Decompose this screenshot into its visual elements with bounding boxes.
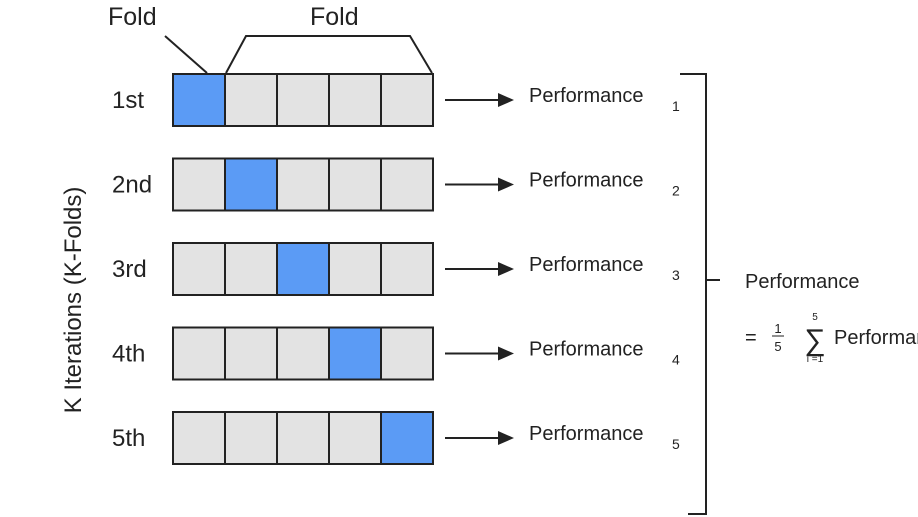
sigma-upper-limit: 5 [812, 312, 818, 323]
train-fold-cell [276, 326, 330, 381]
test-fold-cell [380, 411, 434, 465]
performance-label: Performance [529, 339, 644, 361]
fraction-denominator: 5 [774, 339, 781, 354]
train-fold-cell [172, 157, 226, 212]
iteration-label: 3rd [112, 256, 147, 283]
train-fold-cell [172, 326, 226, 381]
train-fold-cell [224, 326, 278, 381]
aggregate-bracket [680, 73, 707, 515]
train-fold-cell [172, 411, 226, 465]
iteration-row: 4th Performance 4 [112, 326, 680, 381]
train-fold-cell [380, 73, 434, 127]
aggregate-equals: = [745, 327, 757, 349]
test-fold-cell [224, 157, 278, 212]
fold-label-single: Fold [108, 3, 157, 31]
iteration-label: 1st [112, 87, 144, 114]
arrow-head-icon [498, 177, 514, 192]
iteration-row: 1st Performance 1 [112, 73, 680, 127]
train-fold-cell [380, 326, 434, 381]
test-fold-cell [328, 326, 382, 381]
performance-label: Performance [529, 254, 644, 276]
aggregate-title: Performance [745, 271, 860, 293]
arrow-head-icon [498, 262, 514, 276]
train-fold-cell [328, 411, 382, 465]
arrow-head-icon [498, 431, 514, 445]
fraction-numerator: 1 [774, 321, 781, 336]
iteration-row: 2nd Performance 2 [112, 157, 680, 212]
iteration-label: 4th [112, 341, 145, 368]
performance-label: Performance [529, 423, 644, 445]
train-fold-cell [224, 73, 278, 127]
summation-sigma: ∑ [804, 324, 825, 357]
train-fold-cell [224, 411, 278, 465]
train-fold-cell [328, 242, 382, 296]
arrow-head-icon [498, 93, 514, 107]
performance-subscript: 3 [672, 267, 680, 283]
test-fold-cell [172, 73, 226, 127]
train-fold-cell [224, 242, 278, 296]
train-fold-cell [276, 73, 330, 127]
train-fold-cell [328, 157, 382, 212]
performance-subscript: 4 [672, 352, 680, 368]
arrow-head-icon [498, 346, 514, 361]
performance-subscript: 2 [672, 183, 680, 199]
fold-label-group: Fold [310, 3, 359, 31]
iteration-row: 5th Performance 5 [112, 411, 680, 465]
performance-label: Performance [529, 170, 644, 192]
fold-pointer-line [164, 35, 208, 74]
performance-label: Performance [529, 85, 644, 107]
aggregate-term: Performance [834, 327, 918, 349]
train-fold-cell [172, 242, 226, 296]
train-fold-cell [380, 242, 434, 296]
iteration-label: 2nd [112, 172, 152, 199]
sigma-lower-limit: i =1 [807, 354, 824, 365]
y-axis-label: K Iterations (K-Folds) [60, 187, 87, 414]
iteration-label: 5th [112, 425, 145, 452]
fold-group-bracket [225, 35, 433, 74]
train-fold-cell [380, 157, 434, 212]
test-fold-cell [276, 242, 330, 296]
performance-subscript: 1 [672, 98, 680, 114]
train-fold-cell [276, 411, 330, 465]
performance-subscript: 5 [672, 436, 680, 452]
train-fold-cell [276, 157, 330, 212]
train-fold-cell [328, 73, 382, 127]
iteration-row: 3rd Performance 3 [112, 242, 680, 296]
